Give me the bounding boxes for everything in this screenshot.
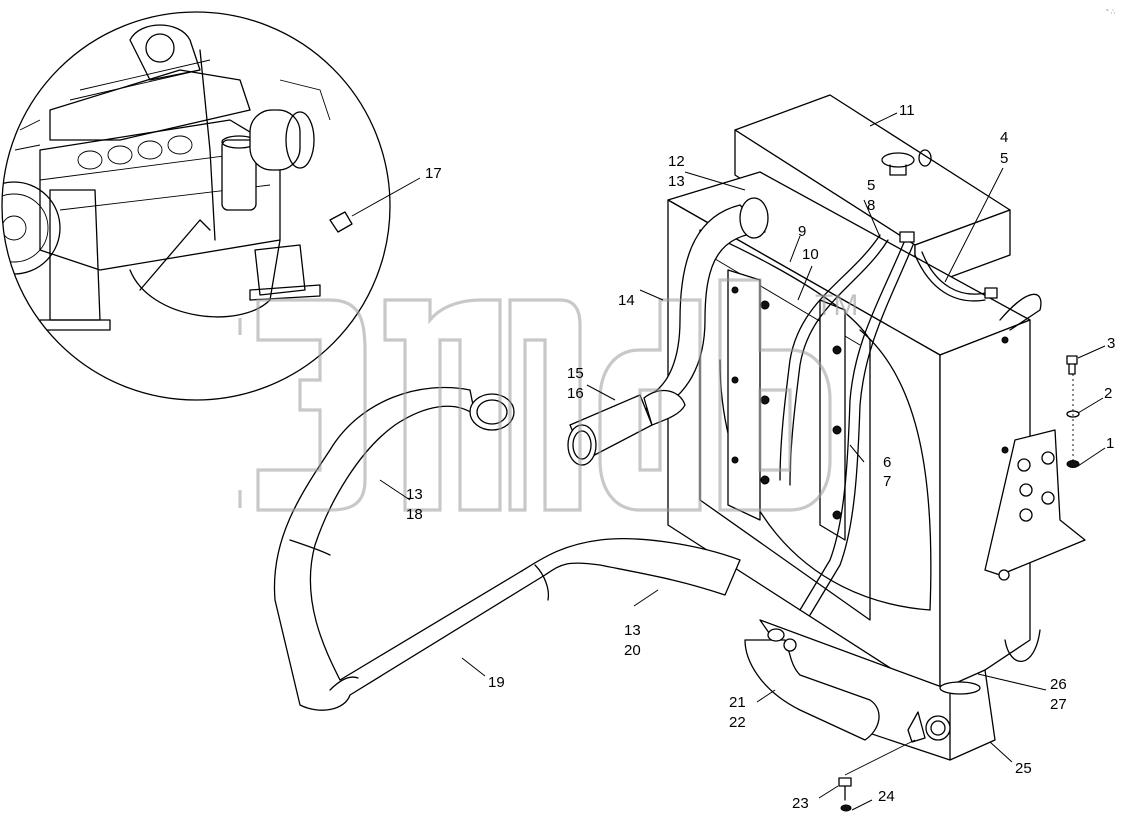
- callout-13-top: 13: [668, 173, 685, 190]
- corner-mark: ° ∴: [1106, 8, 1116, 16]
- callout-11: 11: [899, 102, 915, 119]
- callout-17: 17: [425, 165, 442, 182]
- callout-16: 16: [567, 385, 584, 402]
- callout-14: 14: [618, 292, 635, 309]
- callout-20: 20: [624, 642, 641, 659]
- engine-inset: [1, 11, 391, 401]
- callout-8: 8: [867, 197, 875, 214]
- callout-2: 2: [1104, 385, 1112, 402]
- callout-18: 18: [406, 506, 423, 523]
- breather-lines: [779, 231, 998, 616]
- leader-lines: [351, 112, 1106, 811]
- watermark-tm: TM: [815, 289, 858, 322]
- callout-19: 19: [488, 674, 505, 691]
- callout-6: 6: [883, 454, 891, 471]
- callouts: 1 2 3 4 5 5 6 7 8 9 10 11 12 13 14 15 16…: [406, 102, 1115, 812]
- callout-21: 21: [729, 694, 746, 711]
- watermark: TM: [238, 278, 858, 512]
- callout-22: 22: [729, 714, 746, 731]
- drain-hose: [744, 628, 880, 741]
- callout-7: 7: [883, 473, 891, 490]
- callout-15: 15: [567, 365, 584, 382]
- callout-5-tank: 5: [1000, 150, 1008, 167]
- callout-24: 24: [878, 788, 895, 805]
- bolt-washer-stack: [1066, 355, 1080, 468]
- callout-27: 27: [1050, 696, 1067, 713]
- callout-26: 26: [1050, 676, 1067, 693]
- callout-13-left: 13: [406, 486, 423, 503]
- callout-1: 1: [1106, 435, 1114, 452]
- callout-13-bottom: 13: [624, 622, 641, 639]
- callout-10: 10: [802, 246, 819, 263]
- callout-12: 12: [668, 153, 685, 170]
- upper-hose: [567, 197, 769, 466]
- callout-23: 23: [792, 795, 809, 812]
- callout-25: 25: [1015, 760, 1032, 777]
- lower-hose: [273, 386, 741, 711]
- callout-9: 9: [798, 223, 806, 240]
- callout-4: 4: [1000, 129, 1008, 146]
- callout-5-line: 5: [867, 177, 875, 194]
- callout-3: 3: [1107, 335, 1115, 352]
